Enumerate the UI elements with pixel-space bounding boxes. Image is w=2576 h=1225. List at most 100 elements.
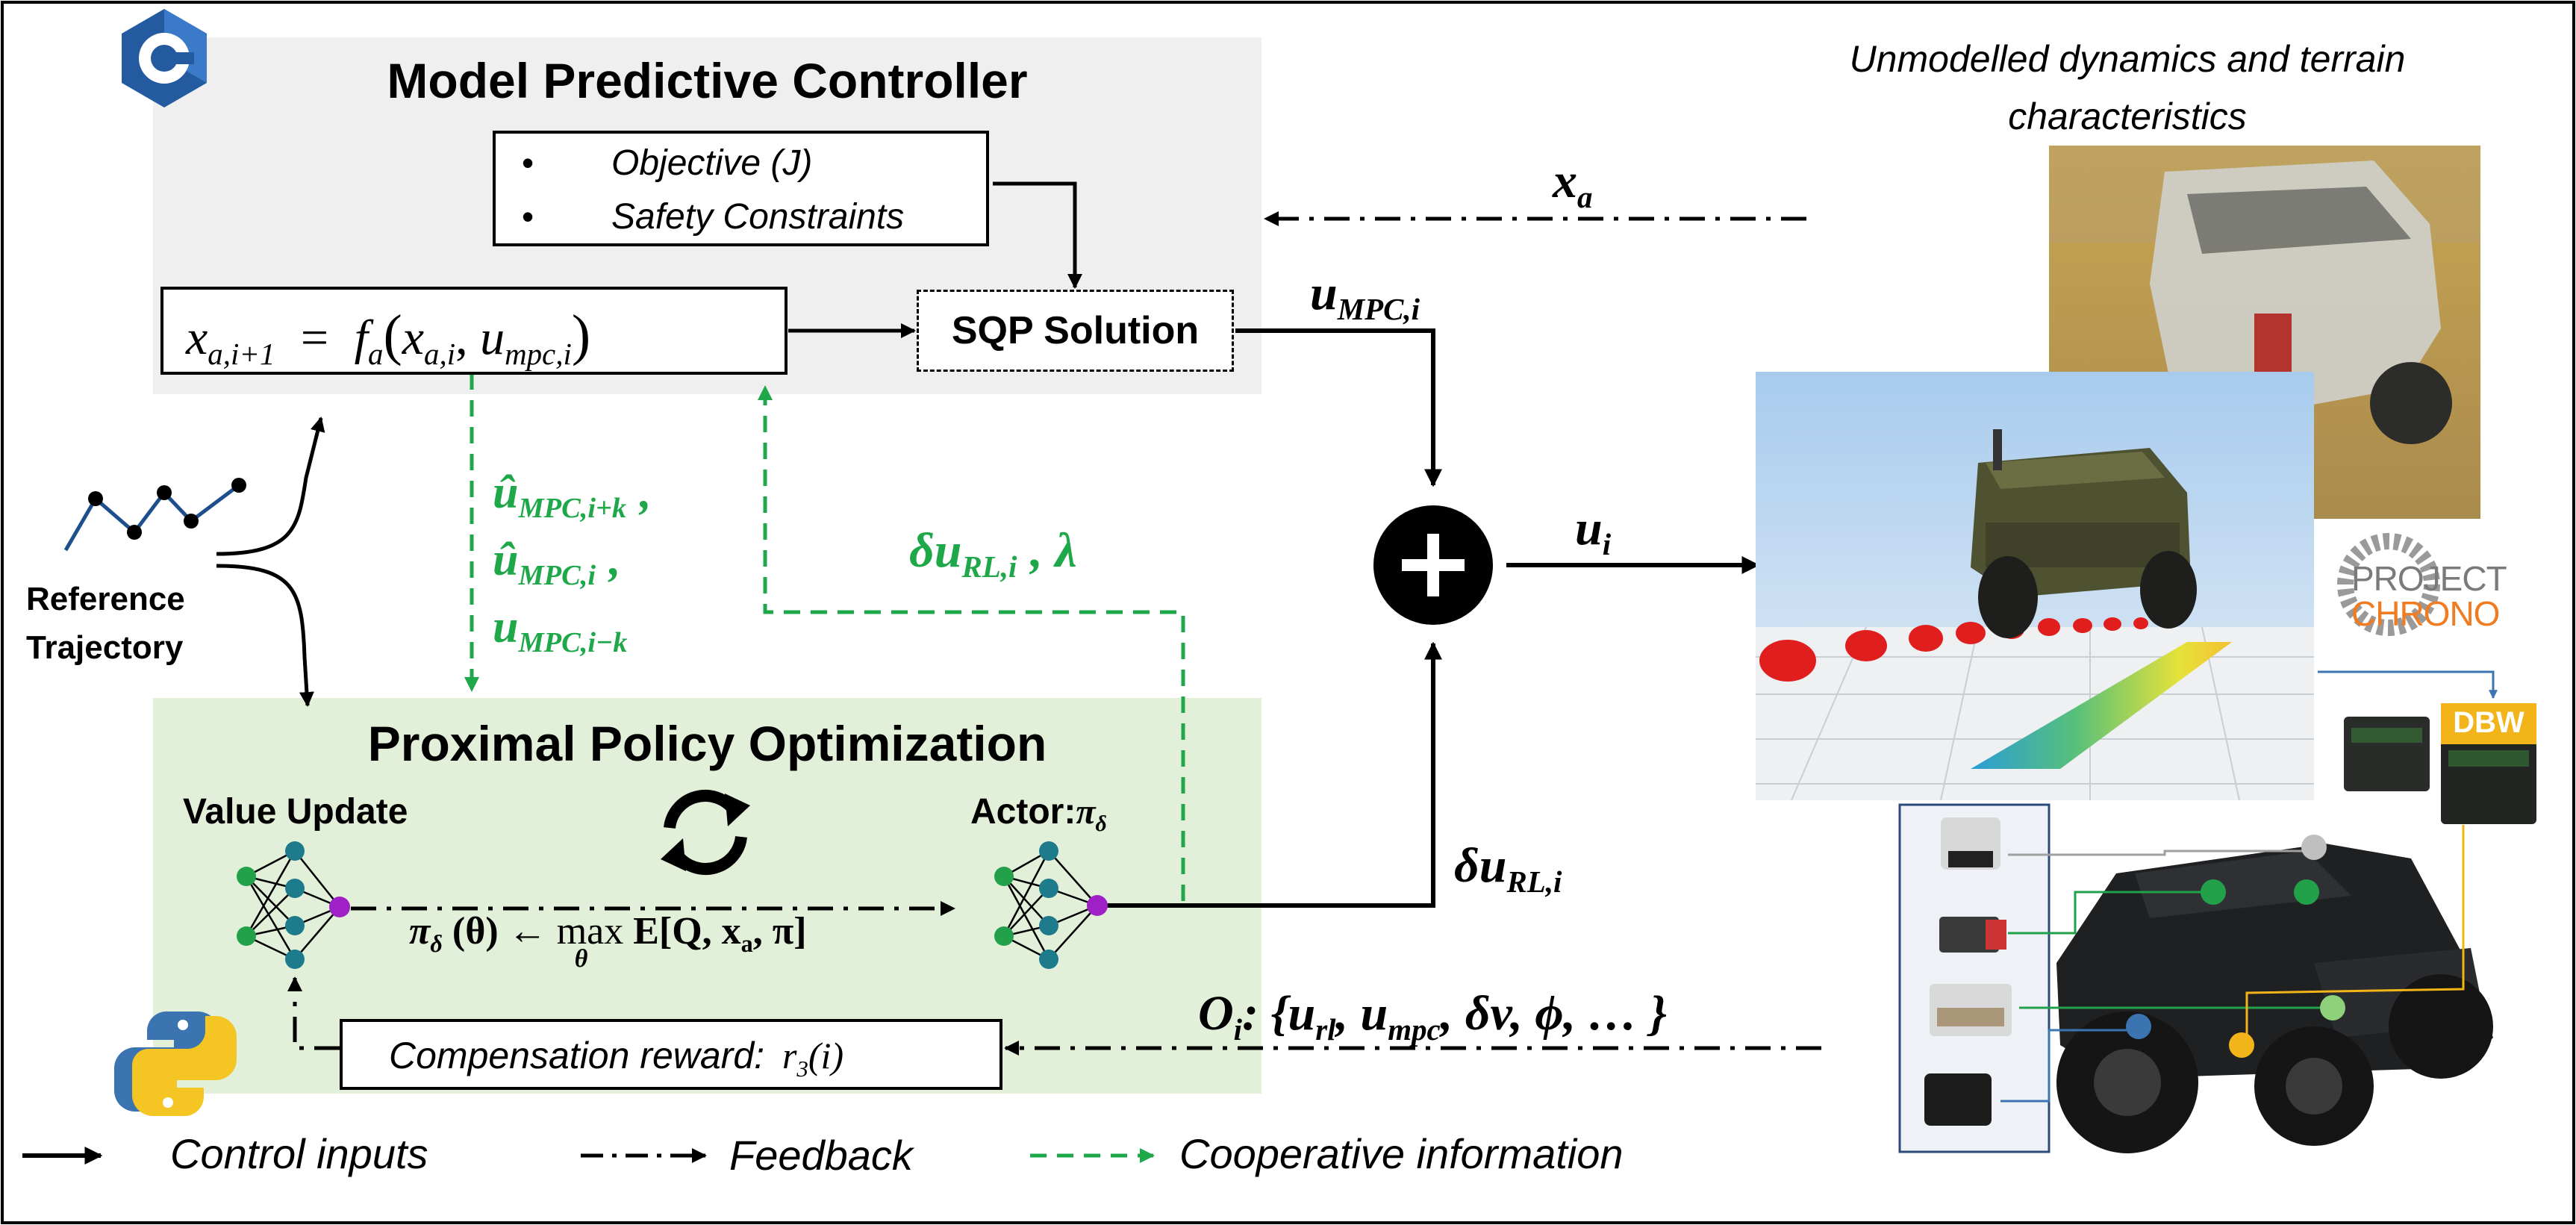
dbw-mount-dot (2229, 1032, 2254, 1058)
value-network-icon (237, 841, 350, 969)
observation-label: Oi: {url, umpc, δv, ϕ, … } (1198, 985, 1668, 1047)
legend-coop-text: Cooperative information (1179, 1130, 1624, 1177)
delta-u-rl-lambda-base: δu (909, 523, 962, 578)
observation-base: O (1198, 986, 1234, 1041)
coop-signal-item: ûMPC,i, (493, 534, 621, 591)
sqp-label: SQP Solution (951, 309, 1200, 352)
observation-close: , … } (1563, 986, 1668, 1041)
model-u-sub: mpc,i (505, 337, 572, 372)
policy-max-sub: θ (574, 945, 588, 973)
ppo-title: Proximal Policy Optimization (367, 716, 1047, 771)
coop-signal-tail: , (609, 534, 621, 585)
actor-pi: π (1076, 792, 1096, 832)
objective-to-sqp-arrow (993, 181, 1082, 289)
xa-sub: a (1577, 181, 1593, 215)
policy-pi: π (409, 910, 431, 953)
camera-sensor-icon (1939, 917, 1999, 953)
ref-to-mpc-arrow (216, 417, 325, 556)
observation-sub: i (1233, 1013, 1243, 1047)
python-logo-icon (114, 1011, 237, 1117)
constraints-label: Safety Constraints (611, 197, 905, 237)
observation-item-base: u (1360, 986, 1388, 1041)
u-i-base: u (1575, 501, 1603, 555)
sensor-panel (1898, 803, 2050, 1153)
sqp-box: SQP Solution (917, 290, 1234, 372)
reference-trajectory-icon (63, 478, 246, 552)
delta-u-rl-lambda-label: δuRL,i, λ (909, 523, 1077, 584)
coop-ppo-to-mpc-wire (758, 385, 1185, 901)
legend-feedback-text: Feedback (729, 1132, 913, 1179)
refresh-cycle-icon (661, 790, 750, 875)
coop-signal-tail: , (640, 467, 652, 518)
objective-box: • Objective (J) • Safety Constraints (493, 131, 989, 246)
reference-label-line1: Reference (26, 581, 185, 617)
model-equation-box: xa,i+1 = fa(xa,i, umpc,i) (160, 287, 788, 375)
ref-to-ppo-arrow (216, 564, 314, 707)
policy-rhs: E[Q, x (633, 910, 741, 953)
observation-sep: , (1510, 986, 1535, 1041)
model-lhs: x (186, 311, 208, 365)
coop-signal-sub: MPC,i+k (518, 493, 627, 525)
xa-base: x (1553, 154, 1577, 208)
reference-label-line2: Trajectory (26, 629, 184, 666)
coop-signal-sub: MPC,i (518, 560, 596, 592)
chrono-logo-line2: CHRONO (2351, 594, 2500, 633)
observation-open: : { (1242, 986, 1288, 1041)
mpc-title: Model Predictive Controller (387, 53, 1028, 108)
dbw-label: DBW (2453, 706, 2524, 739)
chrono-logo-line1: PROJECT (2351, 559, 2507, 598)
u-mpc-label: uMPC,i (1310, 265, 1420, 326)
model-equals: = (300, 311, 329, 365)
actor-pi-sub: δ (1095, 811, 1107, 837)
coop-signal-item: uMPC,i−k (493, 601, 641, 658)
reward-r: r (782, 1035, 797, 1076)
delta-u-rl-base: δu (1454, 838, 1507, 893)
camera-mount-dot-2 (2294, 879, 2319, 905)
chrono-simulation-render (1756, 372, 2314, 801)
policy-pi-sub: δ (430, 930, 443, 958)
reward-label: Compensation reward: (389, 1035, 765, 1076)
unmodelled-line1: Unmodelled dynamics and terrain (1849, 38, 2406, 80)
coop-signal-base: û (493, 534, 519, 585)
chrono-logo-icon (2337, 533, 2440, 636)
u-i-label: ui (1575, 500, 1611, 561)
delta-u-rl-label: δuRL,i (1454, 838, 1562, 899)
observation-item-base: u (1288, 986, 1316, 1041)
compute-mount-dot (2126, 1014, 2151, 1039)
value-update-label: Value Update (183, 792, 408, 832)
actor-label: Actor:πδ (970, 791, 1107, 836)
sensor-wiring (2000, 825, 2465, 1103)
u-mpc-wire (1235, 328, 1442, 487)
policy-arg: (θ) ← (452, 910, 547, 953)
actor-text: Actor: (970, 792, 1076, 832)
camera-mount-dot (2201, 879, 2226, 905)
observation-item-base: ϕ (1535, 986, 1564, 1041)
policy-max-text: max (556, 910, 624, 953)
coop-signal-sub: MPC,i−k (518, 627, 628, 659)
gps-mount-dot (2320, 995, 2345, 1020)
rzr-vehicle-image (2056, 844, 2493, 1153)
policy-rhs-end: , π] (752, 910, 807, 953)
lidar-mount-dot (2301, 835, 2327, 860)
actor-network-icon (994, 841, 1108, 969)
observation-item-sub: rl (1315, 1013, 1336, 1047)
model-x: x (402, 311, 425, 365)
reward-text: Compensation reward: r3(i) (389, 1034, 843, 1082)
reward-box: Compensation reward: r3(i) (340, 1019, 1002, 1090)
unmodelled-line2: characteristics (2008, 96, 2247, 137)
xa-label: xa (1553, 153, 1592, 214)
reward-r-sub: 3 (796, 1055, 808, 1082)
coop-signal-base: û (493, 467, 519, 518)
constraints-bullet: • (522, 197, 534, 236)
cpp-logo-icon (122, 9, 207, 107)
objective-label: Objective (J) (611, 143, 813, 183)
model-x-sub: a,i (424, 337, 456, 372)
objective-bullet: • (522, 143, 534, 182)
legend-control-text: Control inputs (170, 1130, 428, 1177)
observation-item-sub: mpc (1388, 1013, 1441, 1047)
